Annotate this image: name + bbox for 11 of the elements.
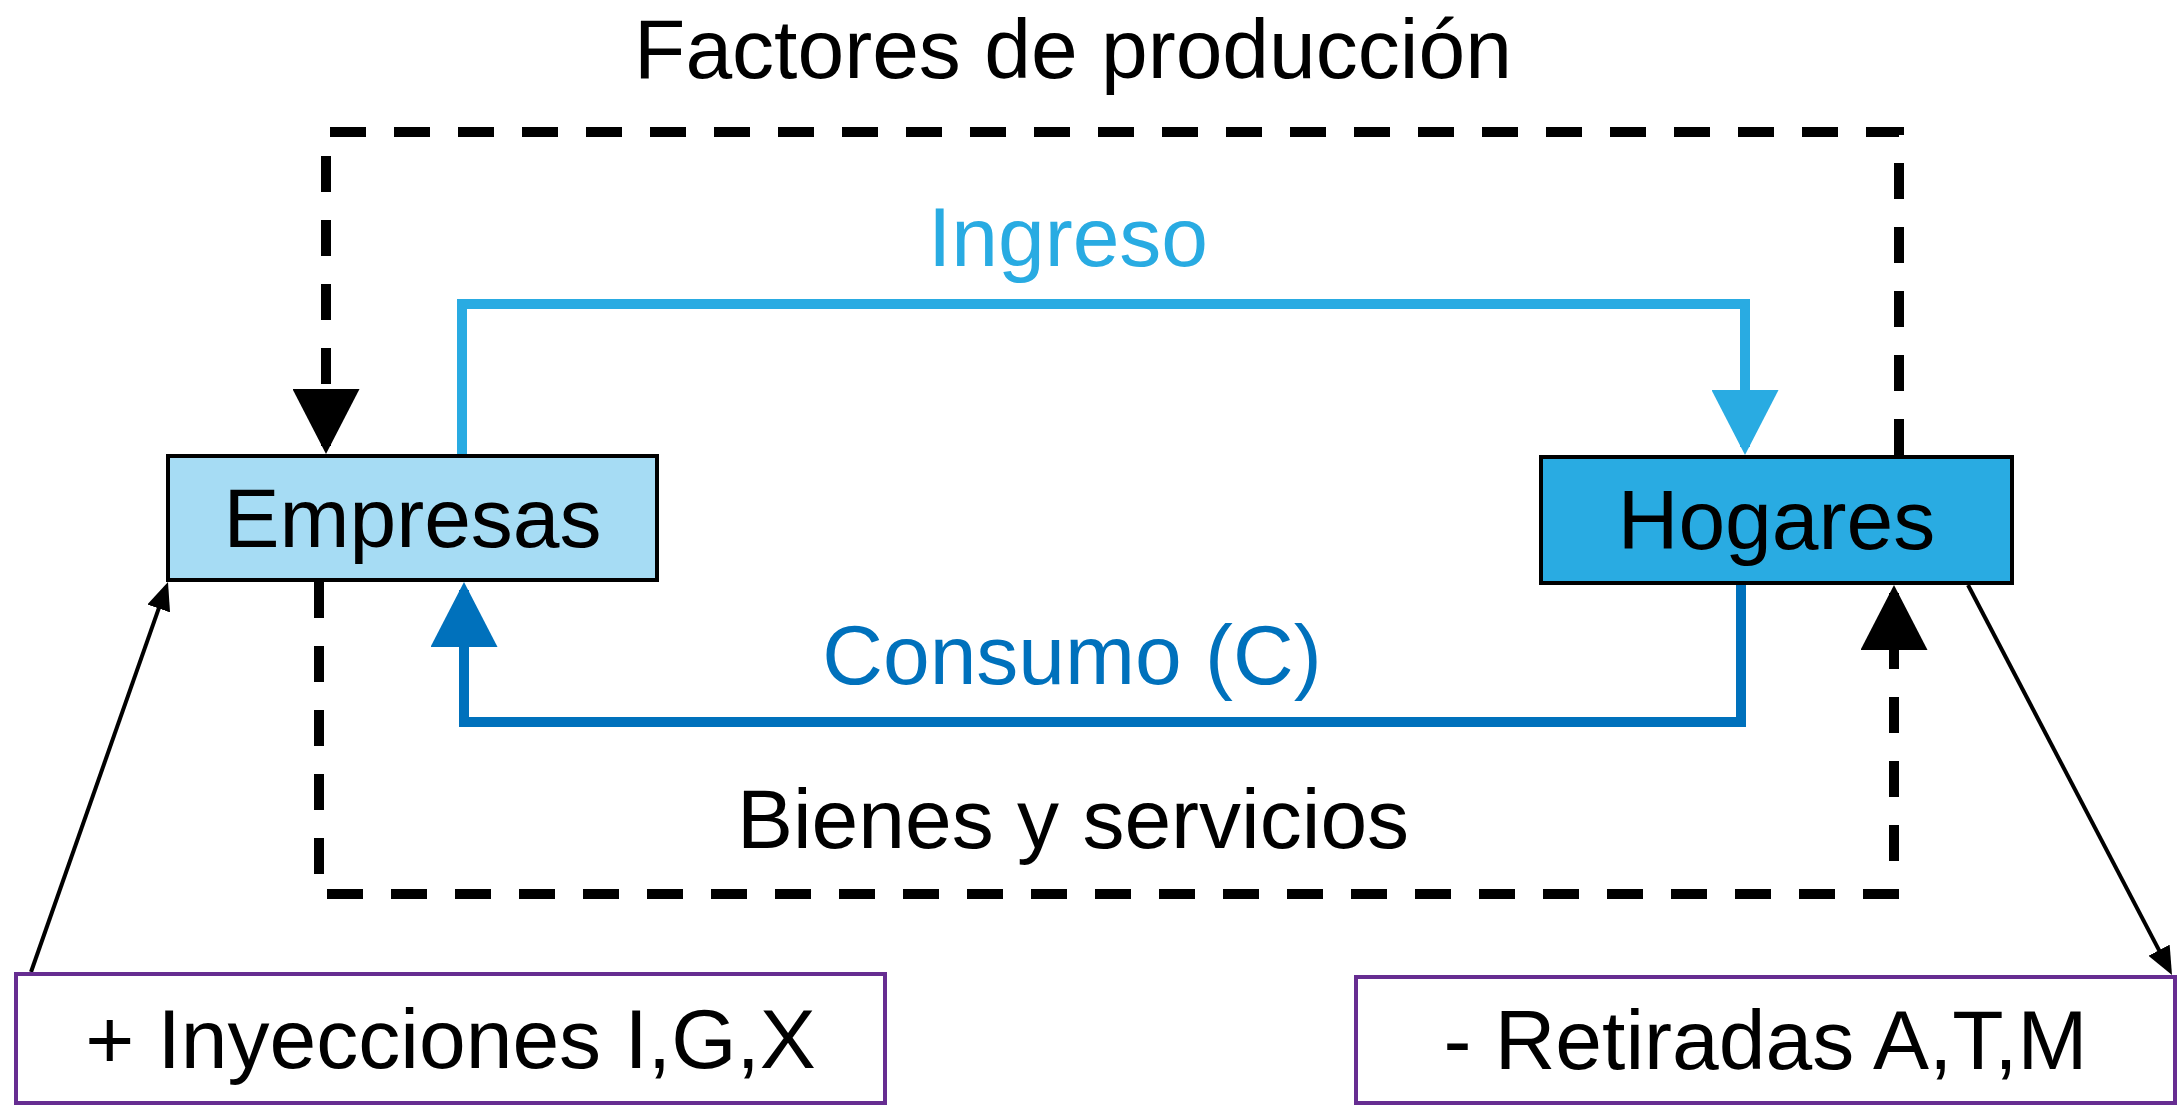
flow-arrow — [292, 127, 1904, 455]
sector-box — [1539, 455, 2014, 585]
flow-arrow — [430, 582, 1746, 727]
arrow — [29, 582, 171, 973]
flow-box — [1354, 975, 2177, 1105]
arrow — [1966, 584, 2172, 975]
flow-arrow — [314, 582, 1928, 899]
flow-box — [14, 972, 887, 1105]
node-label: - Retiradas A,T,M — [1443, 998, 2088, 1082]
flow-arrow — [457, 299, 1779, 455]
sector-box — [166, 454, 659, 582]
